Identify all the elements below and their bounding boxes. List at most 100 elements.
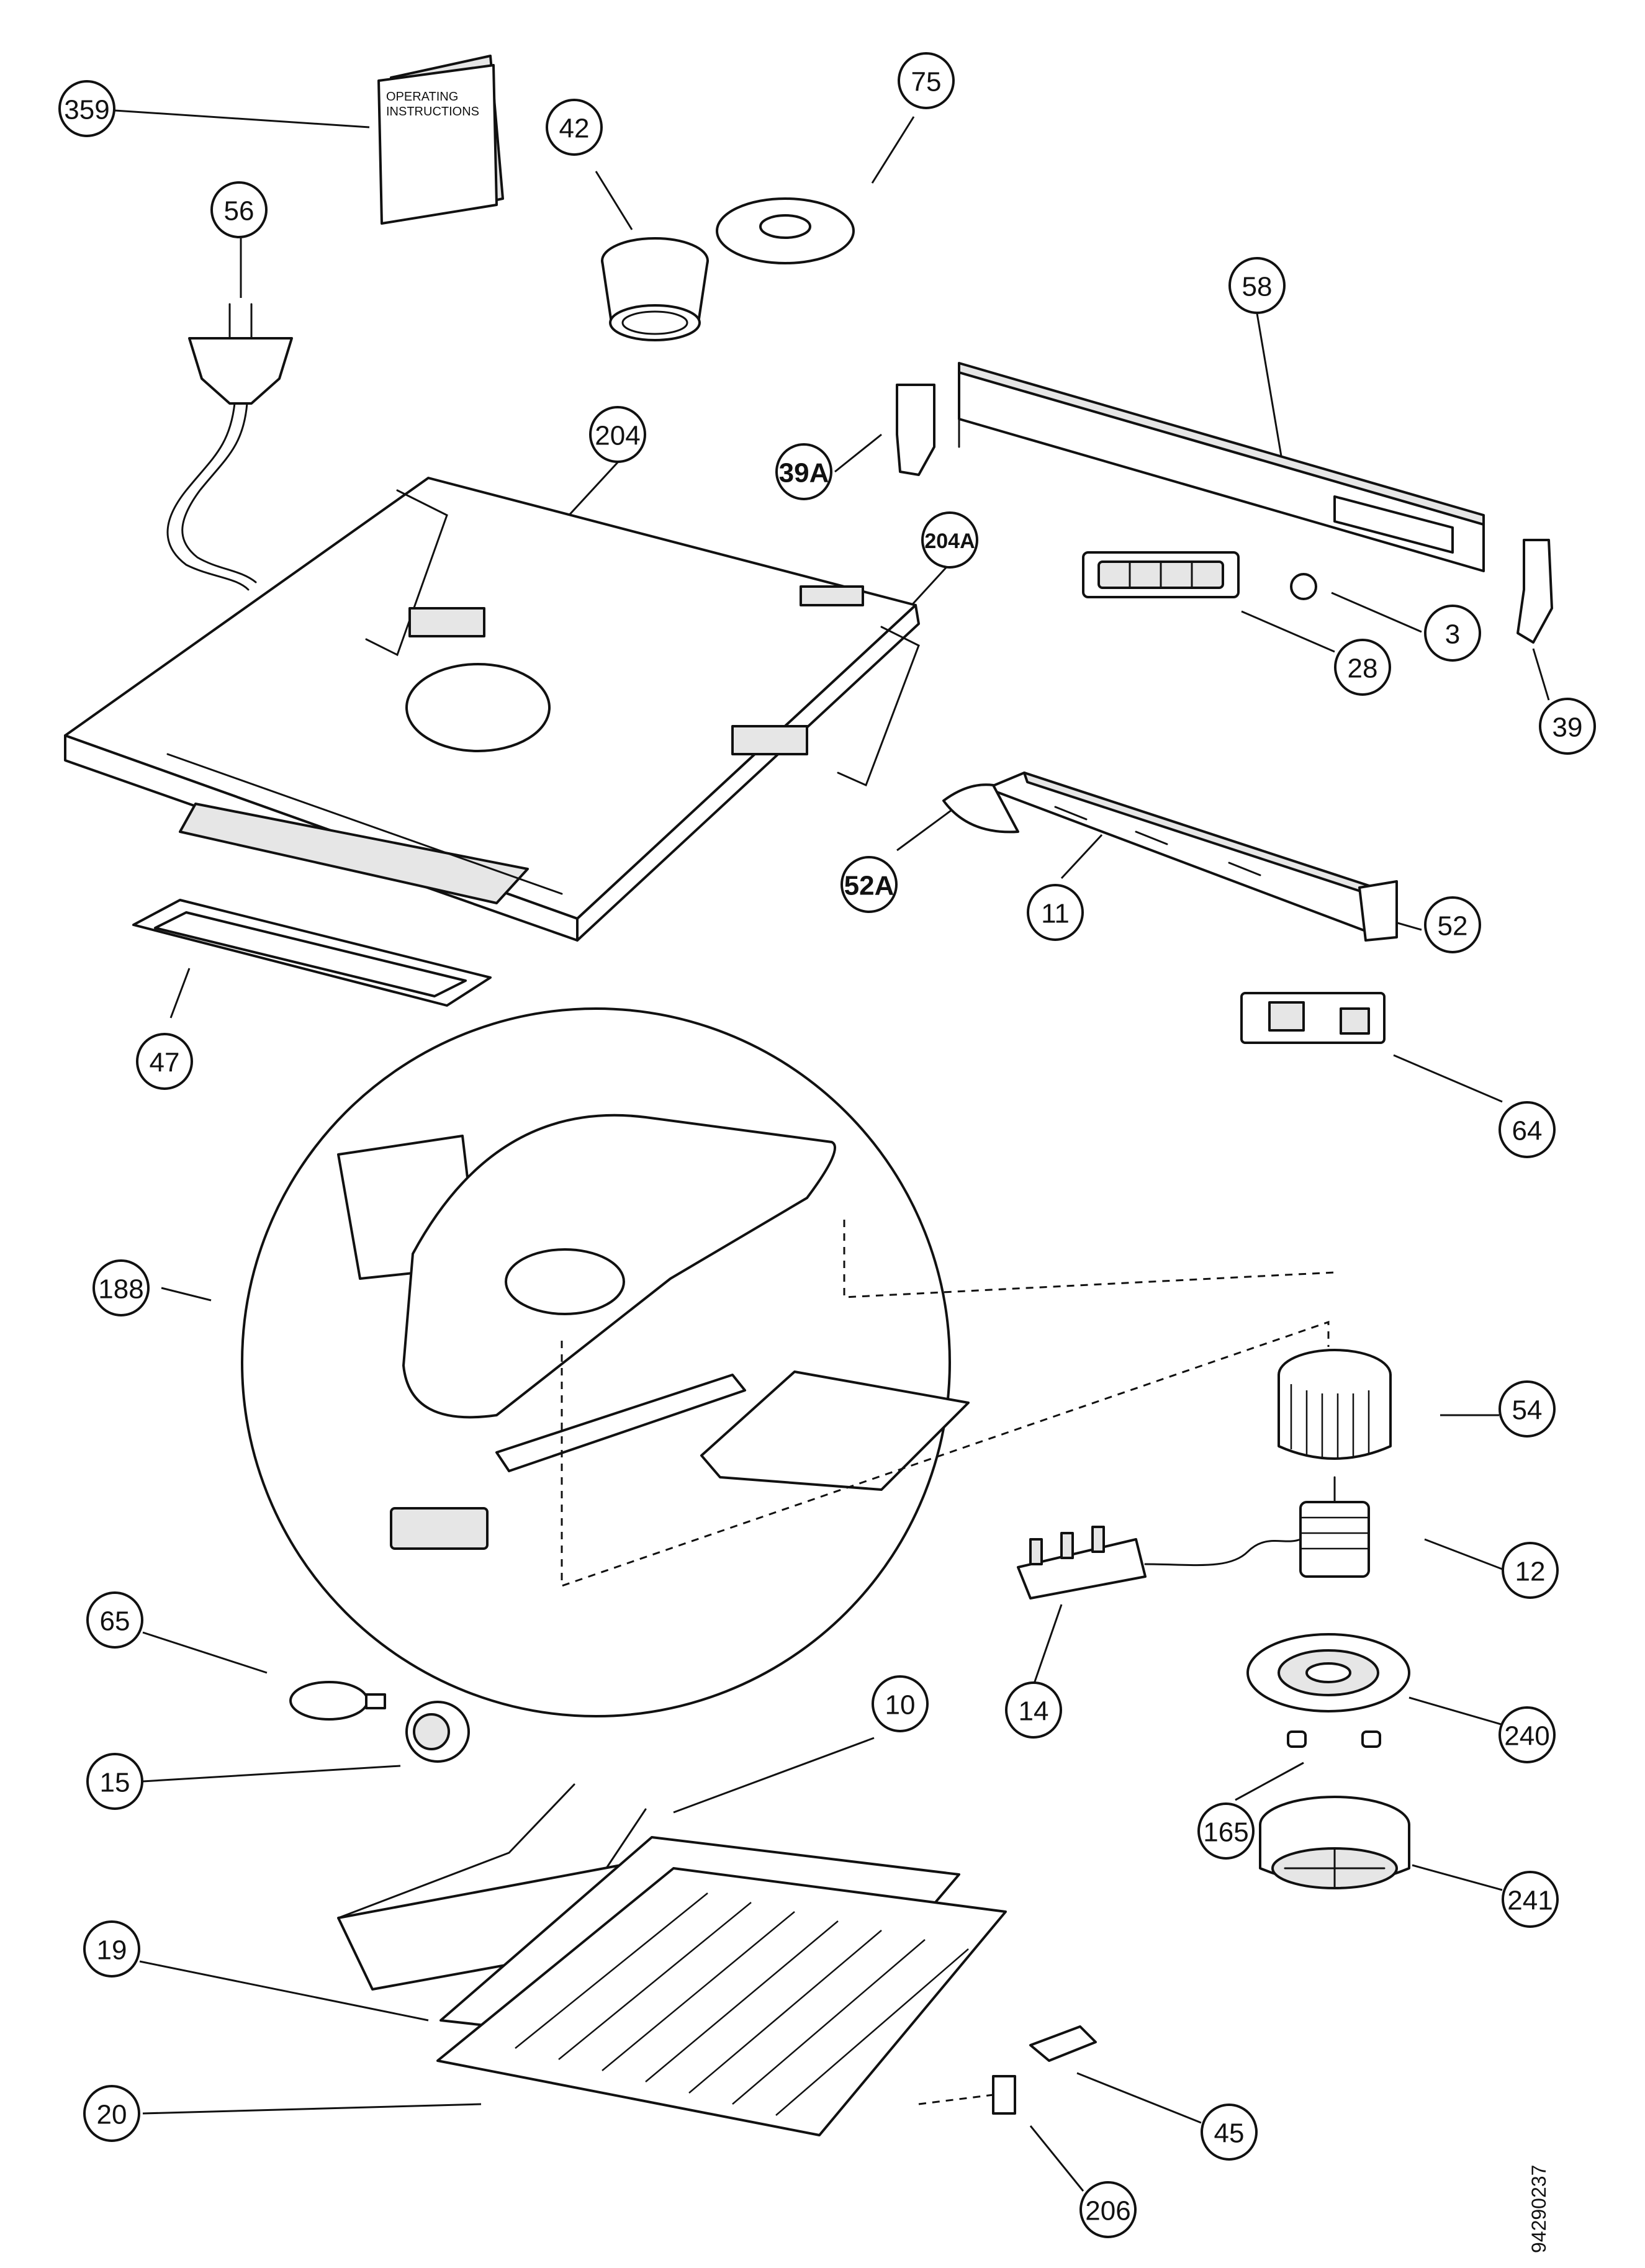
callout-64-label: 64	[1512, 1116, 1543, 1146]
callout-188-circle	[92, 1259, 150, 1316]
callout-20-label: 20	[97, 2100, 127, 2130]
callout-241-label: 241	[1507, 1886, 1553, 1916]
latch-204a	[731, 725, 808, 755]
callout-75-label: 75	[911, 67, 942, 97]
front-panel	[958, 362, 1485, 572]
callout-19-circle	[83, 1920, 140, 1978]
callout-206-label: 206	[1085, 2196, 1130, 2226]
callout-15-circle	[86, 1753, 143, 1810]
callout-42-circle	[546, 99, 603, 156]
callout-206: 206	[1079, 2181, 1137, 2238]
callout-39-circle	[1539, 698, 1596, 755]
callout-241: 241	[1502, 1871, 1559, 1928]
callout-10-label: 10	[885, 1690, 916, 1721]
callout-14-label: 14	[1019, 1696, 1049, 1727]
callout-20: 20	[83, 2085, 140, 2142]
callout-39a: 39A	[775, 443, 832, 500]
callout-19: 19	[83, 1920, 140, 1978]
callout-359: 359	[58, 80, 115, 137]
callout-359-label: 359	[64, 95, 109, 125]
callout-65-circle	[86, 1591, 143, 1649]
callout-165-circle	[1197, 1802, 1255, 1860]
terminal-block	[1017, 1526, 1302, 1600]
document-number: 94290237	[1528, 2165, 1550, 2253]
operating-instructions-manual: OPERATING INSTRUCTIONS	[377, 55, 504, 225]
callout-19-label: 19	[97, 1935, 127, 1966]
callout-42-label: 42	[559, 114, 590, 144]
callout-3: 3	[1424, 605, 1481, 662]
callout-241-circle	[1502, 1871, 1559, 1928]
callout-52a-circle	[841, 856, 898, 913]
callout-54: 54	[1499, 1380, 1556, 1438]
callout-42: 42	[546, 99, 603, 156]
fan-motor	[1299, 1476, 1370, 1578]
lamp-diffuser	[942, 772, 1398, 942]
callout-3-circle	[1424, 605, 1481, 662]
callout-28-circle	[1334, 639, 1391, 696]
callout-20-circle	[83, 2085, 140, 2142]
callout-47-circle	[136, 1033, 193, 1090]
callout-47-label: 47	[150, 1048, 180, 1078]
callout-58-circle	[1228, 257, 1286, 314]
callout-204a-label: 204A	[924, 529, 975, 553]
callout-52a: 52A	[841, 856, 898, 913]
callout-54-circle	[1499, 1380, 1556, 1438]
callout-52-label: 52	[1438, 911, 1468, 942]
hood-body	[64, 477, 920, 942]
callout-52-circle	[1424, 896, 1481, 953]
callout-12-label: 12	[1515, 1557, 1546, 1587]
callout-12-circle	[1502, 1542, 1559, 1599]
callout-165: 165	[1197, 1802, 1255, 1860]
power-cord	[166, 303, 293, 591]
callout-165-label: 165	[1203, 1817, 1248, 1848]
callout-10-circle	[872, 1675, 929, 1732]
callout-15: 15	[86, 1753, 143, 1810]
callout-56-label: 56	[224, 196, 255, 227]
inset-detail-circle	[241, 1007, 1335, 1717]
fan-cover	[1259, 1796, 1410, 1889]
callout-28: 28	[1334, 639, 1391, 696]
callout-65: 65	[86, 1591, 143, 1649]
callout-75-circle	[898, 52, 955, 109]
manual-title-line1: OPERATING	[386, 90, 458, 104]
switch-module	[1240, 992, 1386, 1044]
latch-204	[408, 607, 485, 637]
callout-12: 12	[1502, 1542, 1559, 1599]
callout-188-label: 188	[98, 1274, 143, 1305]
rubber-mounts	[1287, 1730, 1381, 1748]
side-clip-39a	[896, 384, 935, 476]
endcap-52	[1358, 880, 1398, 942]
filter-clip-45	[1029, 2025, 1097, 2062]
callout-204: 204	[589, 406, 646, 463]
callout-58-label: 58	[1242, 272, 1273, 302]
duct-collar	[601, 237, 709, 341]
callout-39-label: 39	[1553, 713, 1583, 743]
callout-15-label: 15	[100, 1768, 130, 1798]
callout-65-label: 65	[100, 1606, 130, 1637]
callout-11: 11	[1027, 884, 1084, 941]
callout-11-circle	[1027, 884, 1084, 941]
callout-45-label: 45	[1214, 2118, 1245, 2149]
callout-206-circle	[1079, 2181, 1137, 2238]
callout-3-label: 3	[1445, 619, 1460, 650]
callout-10: 10	[872, 1675, 929, 1732]
filter-clip-206	[918, 2075, 1016, 2115]
callout-240-label: 240	[1504, 1721, 1549, 1752]
callout-52: 52	[1424, 896, 1481, 953]
callout-204-circle	[589, 406, 646, 463]
side-clip-39	[1517, 539, 1553, 644]
callout-188: 188	[92, 1259, 150, 1316]
callout-14-circle	[1005, 1681, 1062, 1739]
callout-54-label: 54	[1512, 1395, 1543, 1426]
callout-11-label: 11	[1041, 899, 1070, 929]
callout-bubbles: 359 56 42 75 58 204 39A 204A 3 28 39 52A 11 52 47 64 188…	[58, 52, 1596, 2238]
callout-204-label: 204	[595, 421, 640, 451]
callout-56: 56	[210, 181, 268, 238]
blower-wheel	[1278, 1349, 1392, 1460]
motor-mounting-plate	[1246, 1633, 1410, 1712]
callout-14: 14	[1005, 1681, 1062, 1739]
light-bulb	[289, 1681, 386, 1721]
callout-75: 75	[898, 52, 955, 109]
callout-28-label: 28	[1348, 654, 1378, 684]
